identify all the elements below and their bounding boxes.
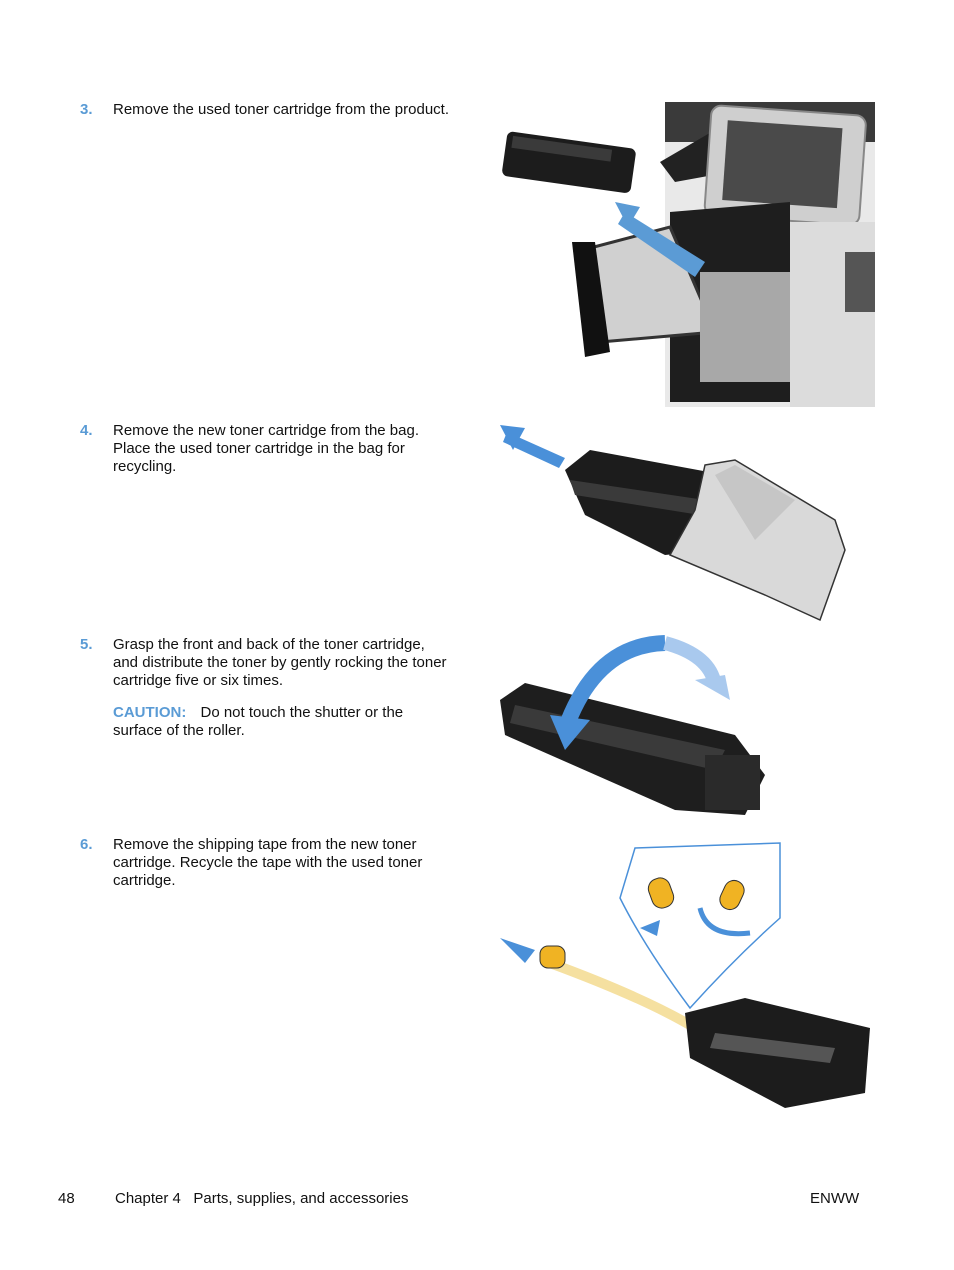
- page-number: 48: [58, 1190, 75, 1207]
- caution-note: CAUTION: Do not touch the shutter or the…: [113, 704, 450, 740]
- remove-cartridge-illustration: [502, 102, 875, 407]
- caution-text: Do not touch the shutter or the surface …: [113, 704, 404, 739]
- step-5: 5. Grasp the front and back of the toner…: [80, 636, 450, 740]
- footer-right-label: ENWW: [810, 1190, 860, 1207]
- step-text: Grasp the front and back of the toner ca…: [113, 636, 447, 689]
- step-6: 6. Remove the shipping tape from the new…: [80, 836, 450, 890]
- step-3: 3. Remove the used toner cartridge from …: [80, 101, 450, 119]
- caution-label: CAUTION:: [113, 704, 187, 721]
- step-text: Remove the used toner cartridge from the…: [113, 101, 450, 118]
- step-4: 4. Remove the new toner cartridge from t…: [80, 422, 450, 476]
- step-number: 6.: [80, 836, 93, 853]
- step-text: Remove the shipping tape from the new to…: [113, 836, 423, 889]
- step-text: Remove the new toner cartridge from the …: [113, 422, 419, 475]
- step-number: 4.: [80, 422, 93, 439]
- step-number: 3.: [80, 101, 93, 118]
- chapter-title: Chapter 4 Parts, supplies, and accessori…: [115, 1190, 409, 1207]
- rock-cartridge-illustration: [500, 635, 765, 815]
- remove-tape-illustration: [500, 842, 870, 1108]
- step-number: 5.: [80, 636, 93, 653]
- cartridge-bag-illustration: [500, 425, 846, 622]
